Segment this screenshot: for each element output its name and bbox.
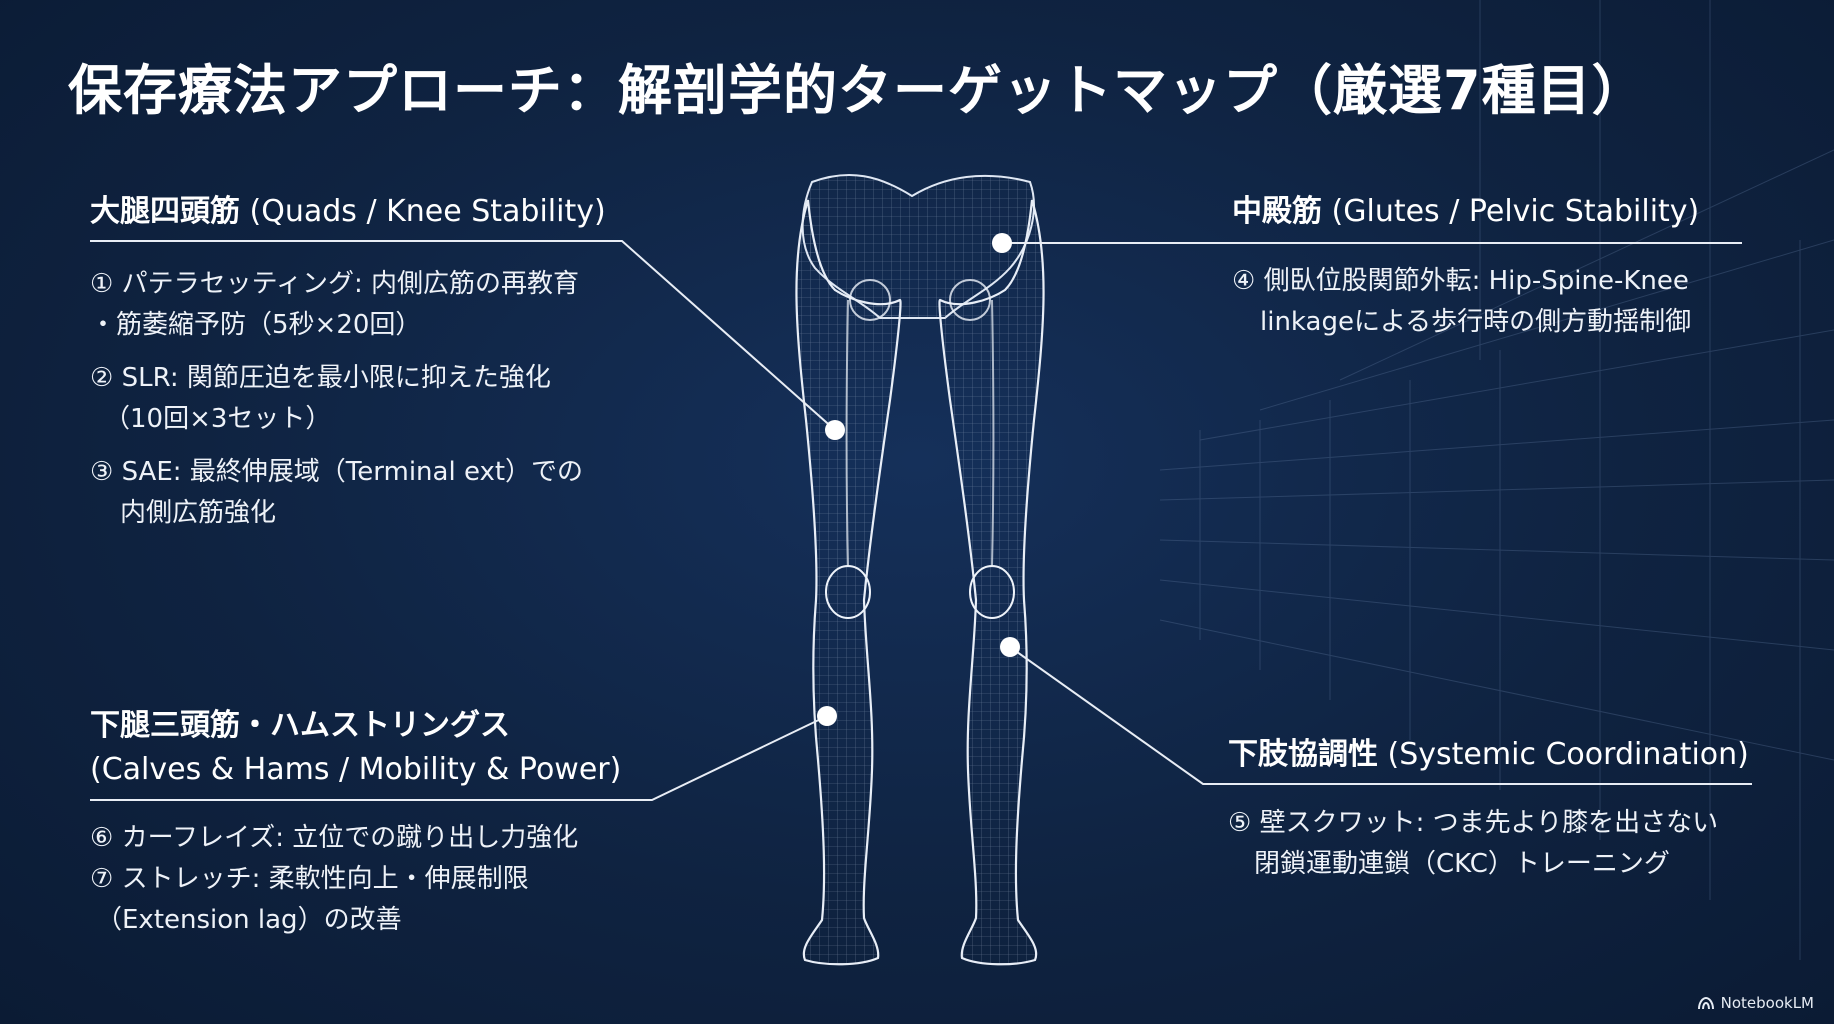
calves-target-dot-icon [817,706,837,726]
brand-mark: NotebookLM [1697,994,1814,1012]
glutes-target-dot-icon [992,233,1012,253]
quads-target-dot-icon [825,420,845,440]
quads-item-1-line-2: ・筋萎縮予防（5秒×20回） [90,310,422,340]
quads-item-3-line-1: ③ SAE: 最終伸展域（Terminal ext）での [90,457,584,487]
quads-item-1: ① パテラセッティング: 内側広筋の再教育 ・筋萎縮予防（5秒×20回） [90,264,579,346]
quads-item-3: ③ SAE: 最終伸展域（Terminal ext）での 内側広筋強化 [90,452,583,534]
quads-item-3-line-2: 内側広筋強化 [120,498,277,528]
coordination-heading-sub: (Systemic Coordination) [1378,737,1749,772]
quads-item-1-line-1: ① パテラセッティング: 内側広筋の再教育 [90,269,580,299]
calves-heading-name: 下腿三頭筋・ハムストリングス [90,708,510,743]
glutes-item-1-line-2: linkageによる歩行時の側方動揺制御 [1260,307,1692,337]
calves-heading-sub: (Calves & Hams / Mobility & Power) [90,752,622,787]
glutes-item-1-line-1: ④ 側臥位股関節外転: Hip-Spine-Knee [1232,266,1689,296]
coordination-heading: 下肢協調性 (Systemic Coordination) [1228,735,1749,775]
quads-item-2: ② SLR: 関節圧迫を最小限に抑えた強化 （10回×3セット） [90,358,551,440]
notebooklm-logo-icon [1697,996,1714,1010]
coordination-target-dot-icon [1000,637,1020,657]
calves-item-1-line-1: ⑥ カーフレイズ: 立位での蹴り出し力強化 [90,823,579,853]
legs-wireframe [795,173,1045,966]
glutes-item-1: ④ 側臥位股関節外転: Hip-Spine-Knee linkageによる歩行時… [1232,261,1691,343]
glutes-heading: 中殿筋 (Glutes / Pelvic Stability) [1232,192,1699,232]
page-title: 保存療法アプローチ：解剖学的ターゲットマップ（厳選7種目） [68,59,1647,122]
calves-item-2-line-2: （Extension lag）の改善 [96,905,402,935]
calves-item-2-line-1: ⑦ ストレッチ: 柔軟性向上・伸展制限 [90,864,529,894]
coordination-item-1: ⑤ 壁スクワット: つま先より膝を出さない 閉鎖運動連鎖（CKC）トレーニング [1228,803,1718,885]
calves-item-2: ⑦ ストレッチ: 柔軟性向上・伸展制限 （Extension lag）の改善 [90,859,529,941]
coordination-leader-line [1009,646,1752,785]
calves-item-1: ⑥ カーフレイズ: 立位での蹴り出し力強化 [90,818,578,859]
quads-heading-sub: (Quads / Knee Stability) [240,194,606,229]
coordination-item-1-line-2: 閉鎖運動連鎖（CKC）トレーニング [1254,849,1670,879]
calves-heading: 下腿三頭筋・ハムストリングス [90,706,510,746]
glutes-heading-name: 中殿筋 [1232,194,1322,229]
brand-label: NotebookLM [1720,994,1814,1012]
glutes-heading-sub: (Glutes / Pelvic Stability) [1322,194,1700,229]
coordination-heading-name: 下肢協調性 [1228,737,1378,772]
coordination-item-1-line-1: ⑤ 壁スクワット: つま先より膝を出さない [1228,808,1719,838]
quads-item-2-line-2: （10回×3セット） [104,404,332,434]
quads-heading-name: 大腿四頭筋 [90,194,240,229]
quads-item-2-line-1: ② SLR: 関節圧迫を最小限に抑えた強化 [90,363,551,393]
quads-leader-line [90,240,836,431]
quads-heading: 大腿四頭筋 (Quads / Knee Stability) [90,192,606,232]
calves-leader-line [90,715,828,801]
